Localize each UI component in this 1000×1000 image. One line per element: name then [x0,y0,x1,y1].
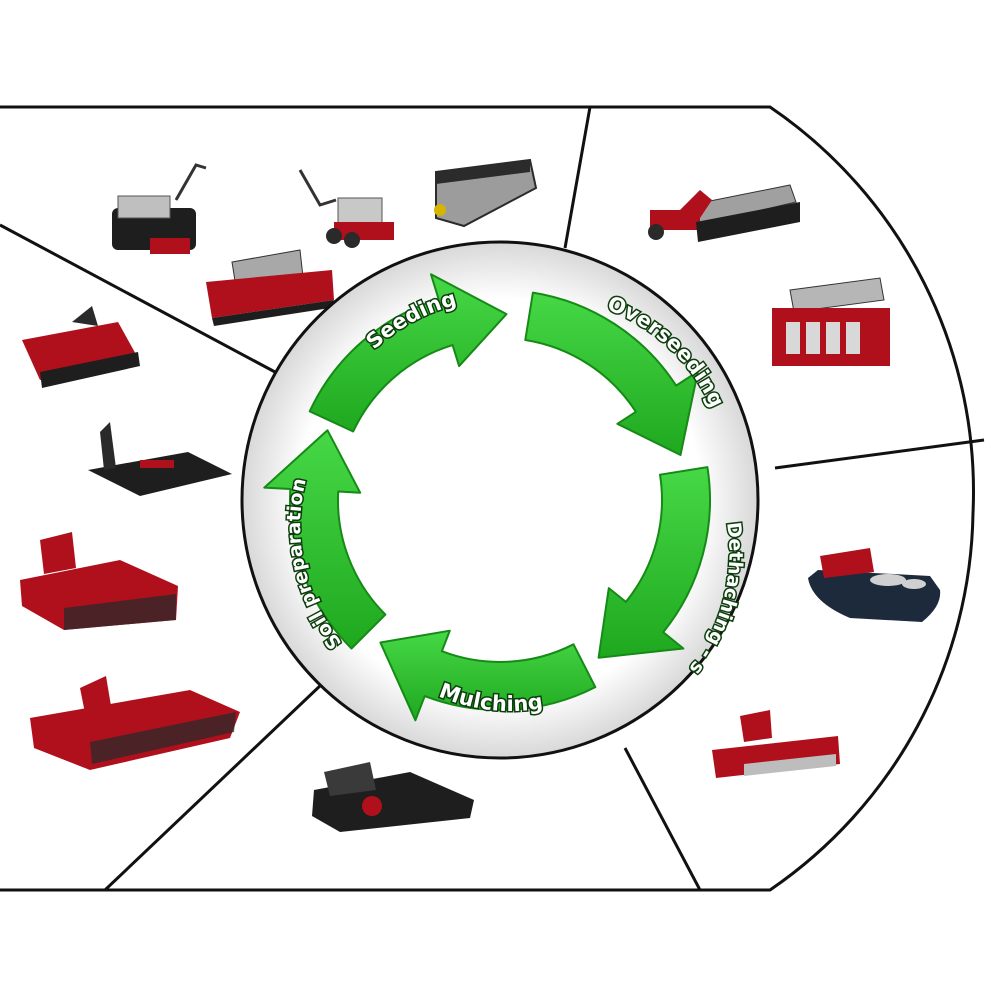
machine-overseeder [648,184,800,242]
machine-tractor-seed-drill [206,249,334,326]
machine-walk-behind-seeder [112,163,207,254]
machine-stone-burier [88,422,232,496]
arrow-dethaching-spiking [597,466,711,659]
machine-spiker [712,710,840,778]
arrow-mulching [379,629,597,722]
arrow-seeding [308,273,508,433]
machine-power-harrow [20,532,178,630]
machine-walk-behind-spreader [298,169,394,248]
machine-rotary-harrow [22,306,140,388]
cycle-arrows [263,273,711,722]
machine-combination-harrow [30,676,240,770]
arrow-soil-preparation [263,429,387,650]
machine-hopper-seeder [434,158,538,228]
machine-dethatcher [808,548,941,622]
machine-flail-mulcher [312,762,474,832]
arrow-overseeding [524,291,699,456]
machine-precision-overseeder [772,277,890,366]
sector-frame [0,105,985,892]
